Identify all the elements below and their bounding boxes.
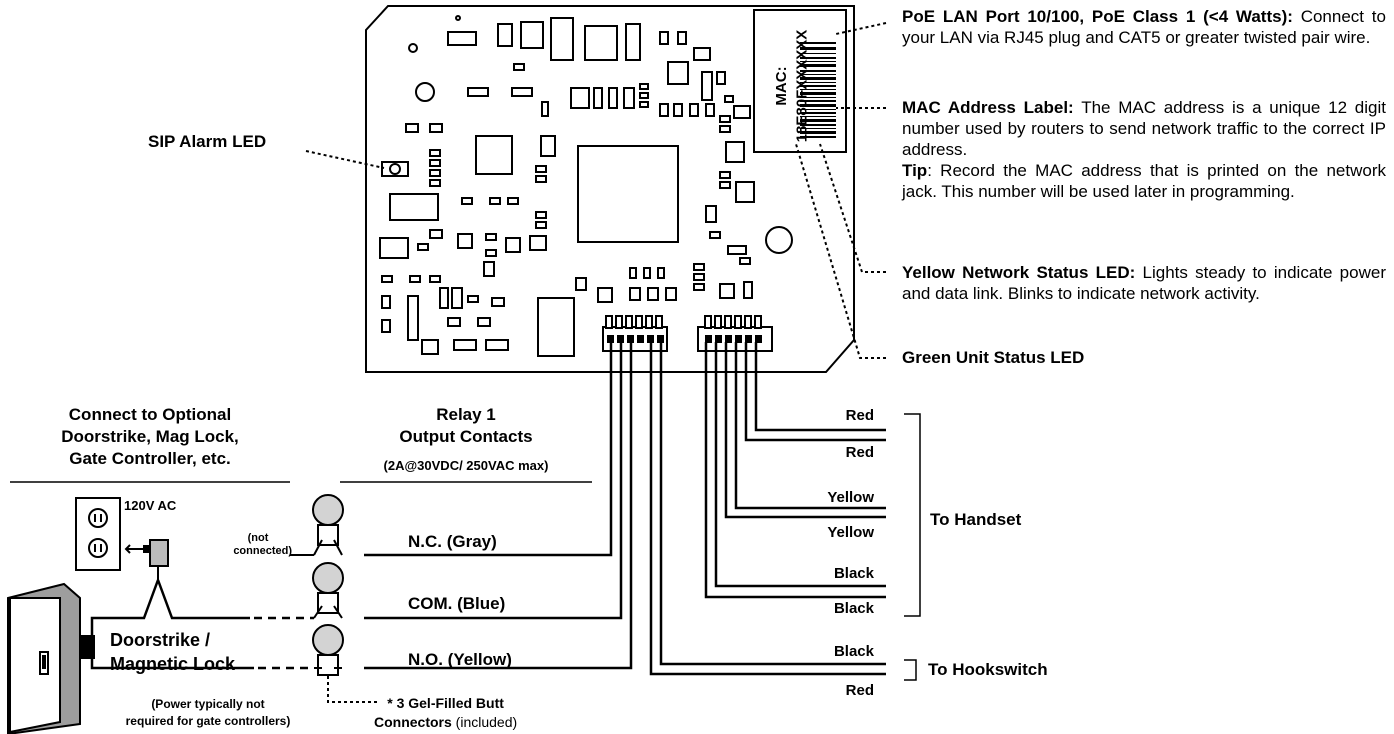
mac-callout-text: The MAC address is a unique 12 digit num… xyxy=(902,98,1386,159)
butt-connector-wires xyxy=(290,539,343,669)
lock-wiring xyxy=(90,579,254,670)
poe-callout-heading: PoE LAN Port 10/100, PoE Class 1 (<4 Wat… xyxy=(902,7,1293,26)
power-adapter xyxy=(124,539,169,580)
sip-alarm-led xyxy=(381,161,409,177)
connectors-note-rest: (included) xyxy=(451,714,518,730)
wall-outlet xyxy=(75,497,121,571)
connectors-note: * 3 Gel-Filled Butt Connectors (included… xyxy=(374,694,517,732)
lock-wiring-dashed xyxy=(254,616,314,670)
mac-tip-text: : Record the MAC address that is printed… xyxy=(902,161,1386,201)
door-icon xyxy=(7,582,95,734)
power-note-line2: required for gate controllers) xyxy=(125,714,291,728)
yellow-led-text: Lights steady to indicate power and data… xyxy=(902,263,1386,303)
handset-wire-label: Red xyxy=(845,444,874,461)
ac-label: 120V AC xyxy=(124,498,177,513)
connector-leader xyxy=(327,676,380,703)
no-label: N.O. (Yellow) xyxy=(408,650,512,669)
optional-title: Connect to Optional Doorstrike, Mag Lock… xyxy=(10,404,290,470)
hookswitch-label: To Hookswitch xyxy=(928,660,1048,679)
poe-callout-text: Connect to your LAN via RJ45 plug and CA… xyxy=(902,7,1386,47)
handset-label: To Handset xyxy=(930,510,1022,529)
hook-wire-label: Red xyxy=(845,682,874,699)
butt-connector-bodies xyxy=(317,524,339,676)
mac-callout: MAC Address Label: The MAC address is a … xyxy=(902,97,1386,202)
hook-wires xyxy=(649,342,886,676)
connectors-note-bold: Connectors xyxy=(374,714,452,730)
relay-title: Relay 1 Output Contacts xyxy=(340,404,592,448)
barcode xyxy=(800,42,836,138)
mac-label-line2: 18E80FXXXXXX xyxy=(793,30,810,143)
circuit-board xyxy=(365,5,855,373)
not-connected-label: (not connected) xyxy=(204,532,292,558)
relay-rating: (2A@30VDC/ 250VAC max) xyxy=(383,458,549,473)
butt-connectors xyxy=(312,494,344,656)
mac-tip-label: Tip xyxy=(902,161,928,180)
optional-title-line3: Gate Controller, etc. xyxy=(69,449,231,468)
handset-wire-label: Black xyxy=(833,600,874,617)
lock-label: Doorstrike / Magnetic Lock xyxy=(110,628,235,676)
lock-label-line1: Doorstrike / xyxy=(110,630,211,650)
handset-wire-label: Yellow xyxy=(827,524,874,541)
lock-label-line2: Magnetic Lock xyxy=(110,654,236,674)
yellow-led-heading: Yellow Network Status LED: xyxy=(902,263,1136,282)
connectors-note-line1: * 3 Gel-Filled Butt xyxy=(387,695,504,711)
relay-wires xyxy=(364,342,633,670)
power-note-line1: (Power typically not xyxy=(151,697,265,711)
optional-title-line2: Doorstrike, Mag Lock, xyxy=(61,427,239,446)
green-led-callout: Green Unit Status LED xyxy=(902,348,1085,367)
optional-title-line1: Connect to Optional xyxy=(68,405,232,424)
callout-leaders xyxy=(305,22,887,359)
power-note: (Power typically not required for gate c… xyxy=(88,696,328,730)
com-label: COM. (Blue) xyxy=(408,594,506,613)
not-connected-line1: (not xyxy=(247,532,269,544)
mac-label-line1: MAC: xyxy=(773,66,790,105)
brackets xyxy=(904,413,921,681)
nc-label: N.C. (Gray) xyxy=(408,532,497,551)
handset-wire-label: Black xyxy=(833,565,874,582)
relay-title-line1: Relay 1 xyxy=(436,405,496,424)
handset-wires xyxy=(704,342,886,599)
handset-connector xyxy=(704,315,762,343)
outlet-slots xyxy=(94,514,102,552)
sip-led-callout: SIP Alarm LED xyxy=(148,132,267,151)
relay-connector xyxy=(605,315,664,343)
mac-callout-heading: MAC Address Label: xyxy=(902,98,1074,117)
handset-wire-label: Yellow xyxy=(827,489,874,506)
poe-callout: PoE LAN Port 10/100, PoE Class 1 (<4 Wat… xyxy=(902,6,1386,48)
not-connected-line2: connected) xyxy=(233,545,292,558)
handset-wire-label: Red xyxy=(845,407,874,424)
hook-wire-label: Black xyxy=(833,643,874,660)
relay-title-line2: Output Contacts xyxy=(399,427,533,446)
yellow-led-callout: Yellow Network Status LED: Lights steady… xyxy=(902,262,1386,304)
